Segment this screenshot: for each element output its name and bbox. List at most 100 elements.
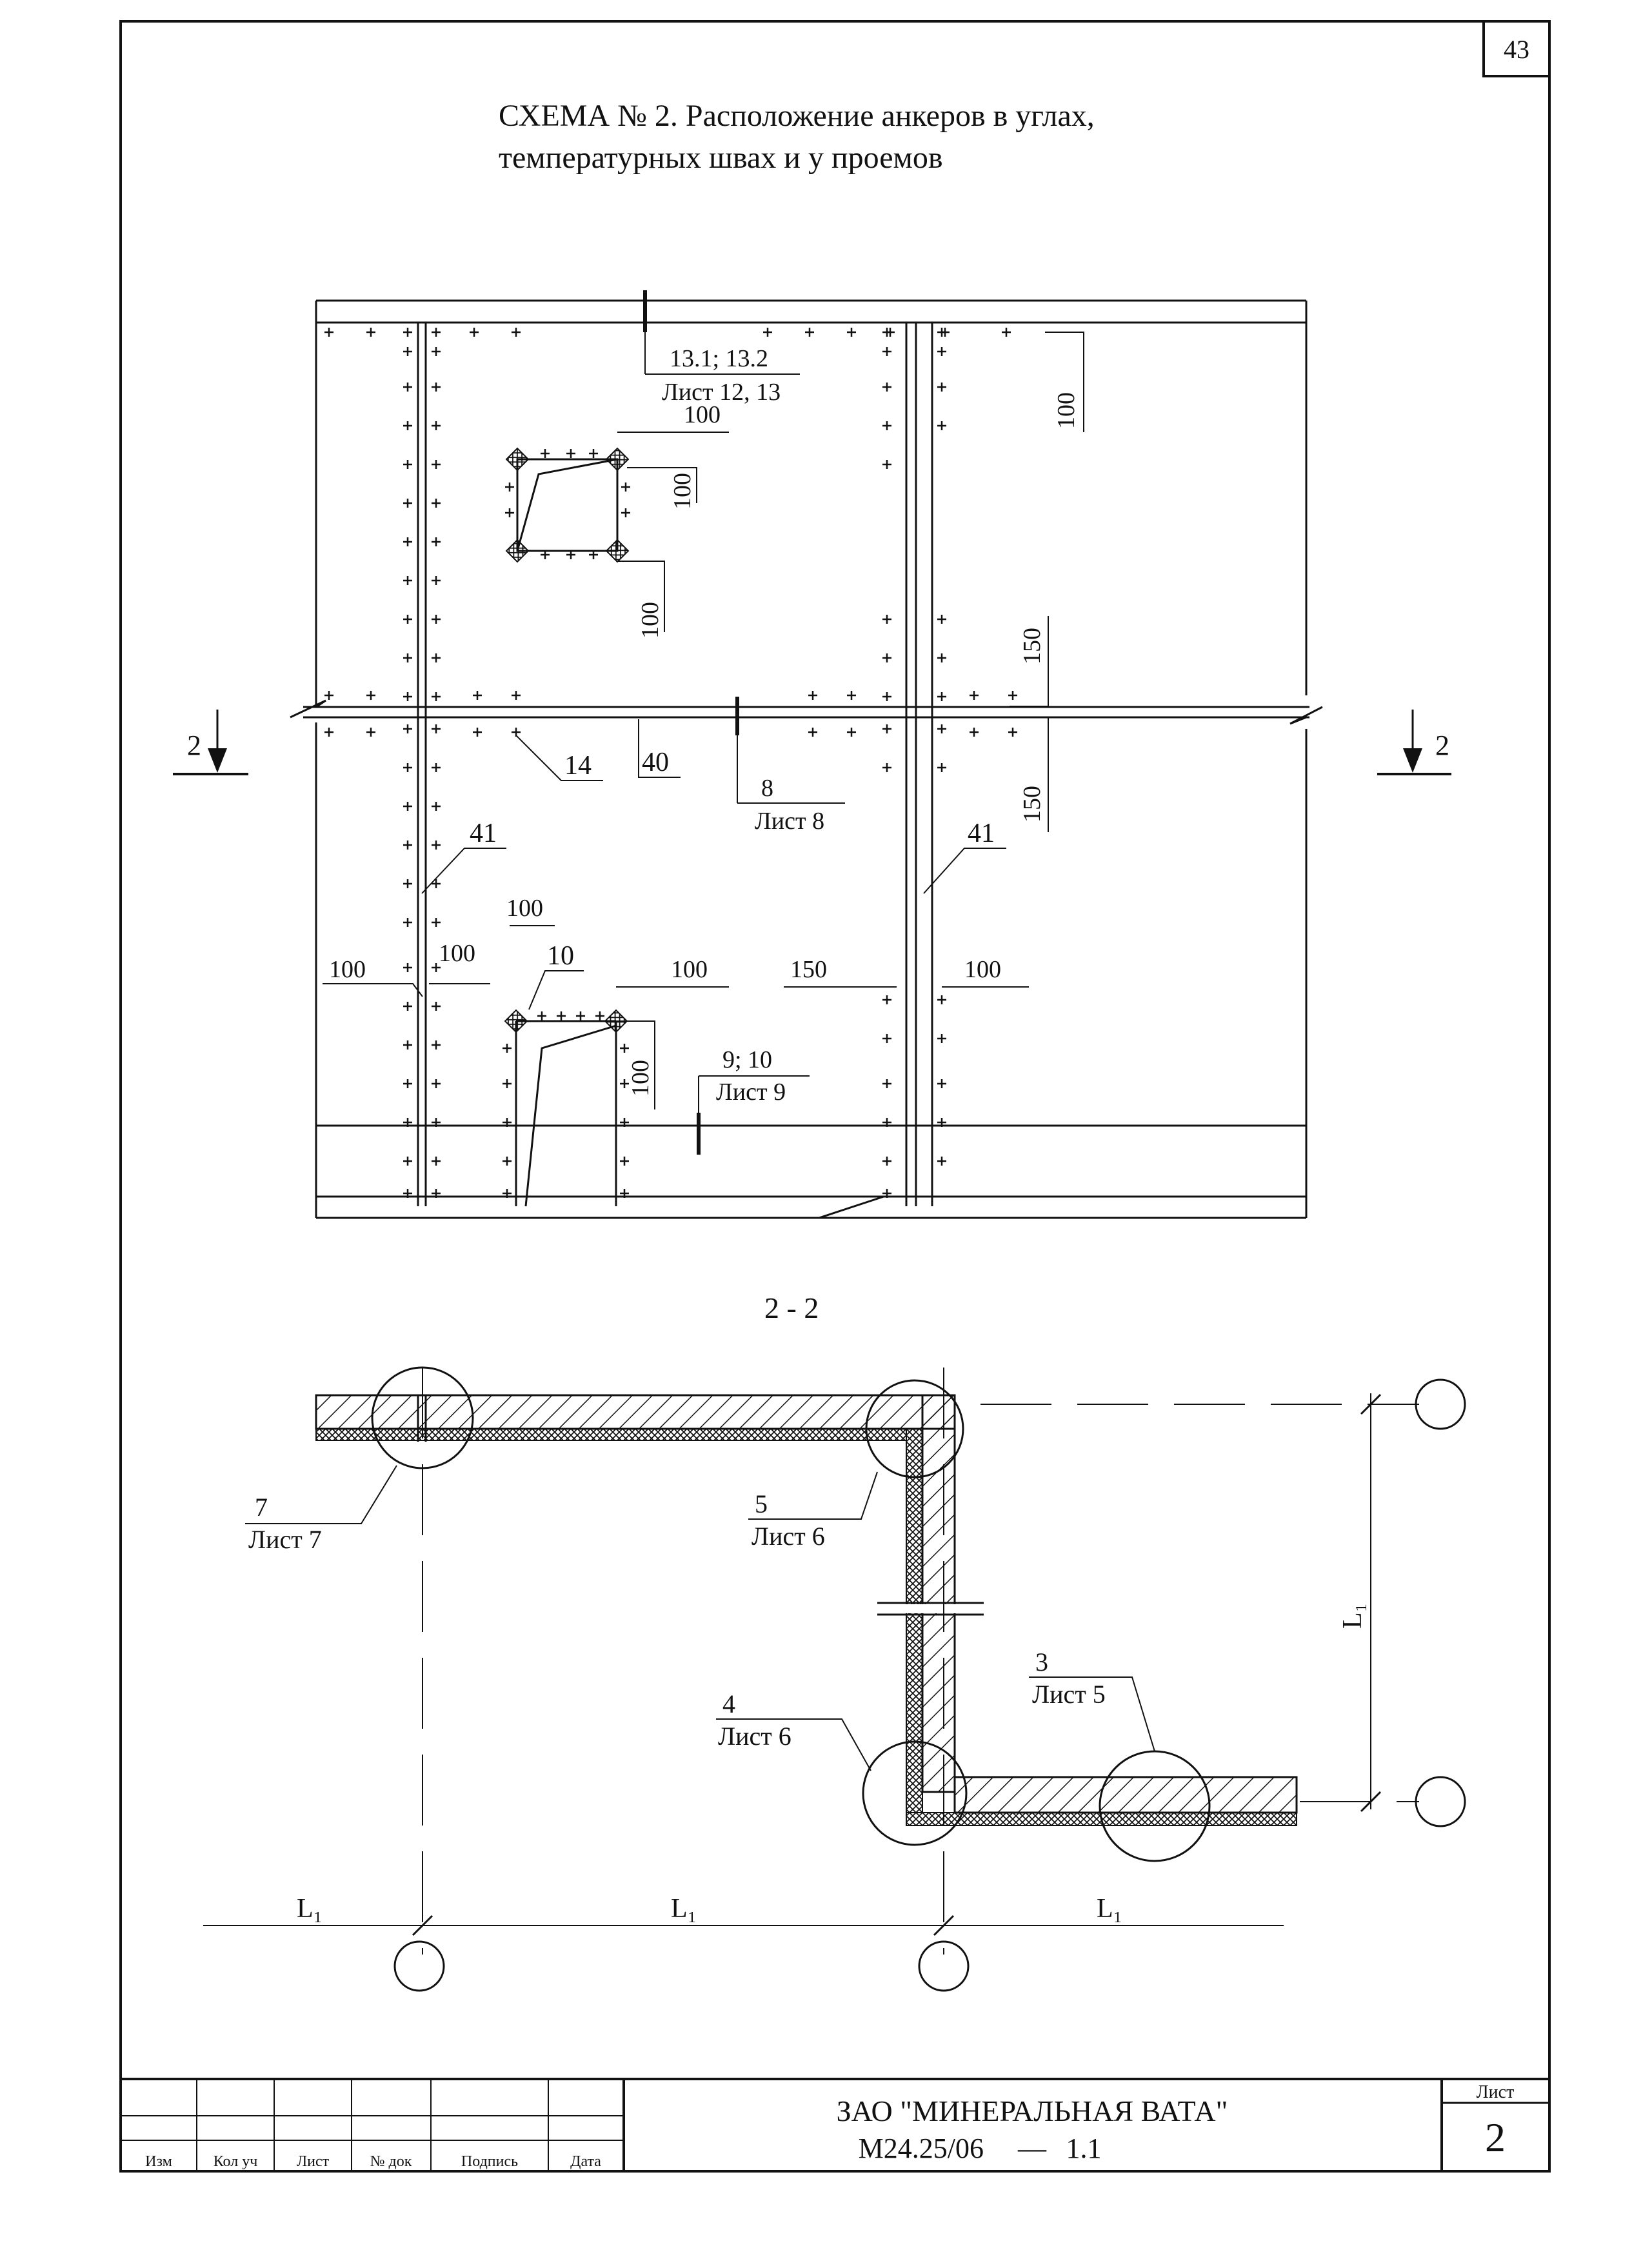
anchor-mark [432, 724, 441, 733]
anchor-mark [432, 879, 441, 888]
callout-3-sheet: Лист 5 [1032, 1680, 1106, 1709]
anchor-mark [432, 918, 441, 927]
anchor-mark [403, 328, 412, 337]
anchor-mark [403, 692, 412, 701]
anchor-mark [512, 728, 521, 737]
axis-bubble-1 [393, 1940, 445, 1992]
anchor-mark [937, 328, 946, 337]
callout-5-sheet: Лист 6 [751, 1522, 825, 1551]
anchor-mark [882, 328, 891, 337]
anchor-mark [503, 1079, 512, 1088]
dim-100-right-joint: 100 [964, 956, 1001, 983]
anchor-mark [566, 449, 575, 458]
anchor-mark [432, 1118, 441, 1127]
anchor-mark [808, 728, 817, 737]
anchor-mark [403, 841, 412, 850]
anchor-mark [1008, 691, 1017, 700]
anchor-mark [937, 1157, 946, 1166]
section-mark-left: 2 [173, 710, 248, 775]
anchor-mark [882, 763, 891, 772]
anchor-mark [937, 1079, 946, 1088]
anchor-mark [503, 1189, 512, 1198]
anchor-mark [403, 1189, 412, 1198]
anchor-mark [620, 1189, 629, 1198]
callout-8-text: 8 [761, 775, 773, 802]
anchor-mark [403, 879, 412, 888]
anchor-mark [847, 691, 856, 700]
anchor-mark [882, 615, 891, 624]
callout-9-text: 9; 10 [722, 1046, 772, 1073]
tb-doc-code: М24.25/06 [859, 2133, 984, 2164]
span-label-2: L₁ [671, 1894, 697, 1924]
tb-sheet-number: 2 [1485, 2114, 1506, 2160]
anchor-mark [432, 347, 441, 356]
dim-100-window-h: 100 [669, 473, 696, 510]
anchor-mark [589, 550, 598, 559]
anchor-mark [403, 1157, 412, 1166]
anchor-mark [324, 728, 333, 737]
anchor-mark [403, 421, 412, 430]
anchor-mark [403, 576, 412, 585]
span-label-1: L₁ [297, 1894, 323, 1924]
section-mark-right-label: 2 [1435, 730, 1449, 761]
dim-100-left-edge: 100 [329, 956, 366, 983]
anchor-mark [808, 691, 817, 700]
anchor-mark [937, 1034, 946, 1043]
tb-doc-dash: — [1017, 2133, 1047, 2164]
axis-bubble-3 [1415, 1378, 1466, 1430]
dim-100-window-w: 100 [684, 401, 721, 428]
tb-sheet-label: Лист [1477, 2082, 1515, 2102]
anchor-mark [432, 421, 441, 430]
anchor-mark [589, 449, 598, 458]
anchor-mark [403, 460, 412, 469]
anchor-mark [620, 1118, 629, 1127]
anchor-mark [882, 1189, 891, 1198]
anchor-mark [505, 482, 514, 492]
anchor-mark [621, 508, 630, 517]
dim-100-door-top: 100 [506, 895, 543, 922]
anchor-mark [432, 1040, 441, 1049]
anchor-mark [937, 383, 946, 392]
anchor-mark [882, 1034, 891, 1043]
anchor-mark [847, 328, 856, 337]
sheet-frame [119, 20, 1551, 2173]
anchor-mark [937, 724, 946, 733]
anchor-mark [473, 691, 482, 700]
callout-7-sheet: Лист 7 [248, 1525, 322, 1554]
tb-col-podpis: Подпись [461, 2153, 518, 2170]
anchor-mark [512, 328, 521, 337]
anchor-mark [576, 1011, 585, 1020]
facade-elevation: 13.1; 13.2 Лист 12, 13 8 Лист 8 9; 10 Ли… [173, 290, 1451, 1219]
anchor-mark [403, 383, 412, 392]
anchor-mark [366, 691, 375, 700]
anchor-mark [805, 328, 814, 337]
callout-9-sheet: Лист 9 [716, 1079, 786, 1106]
tb-company: ЗАО "МИНЕРАЛЬНАЯ ВАТА" [837, 2094, 1228, 2127]
dim-100-top-right: 100 [1053, 392, 1080, 429]
anchor-mark [537, 1011, 546, 1020]
dim-100-left-joint: 100 [439, 940, 475, 967]
callout-13-sheet: Лист 12, 13 [662, 379, 781, 406]
anchor-mark [432, 963, 441, 972]
anchor-mark [503, 1044, 512, 1053]
anchor-mark [882, 421, 891, 430]
anchor-marks [324, 328, 1017, 1198]
anchor-mark [937, 763, 946, 772]
anchor-mark [432, 383, 441, 392]
tb-doc-sub: 1.1 [1066, 2133, 1102, 2164]
anchor-mark [403, 918, 412, 927]
anchor-mark [882, 724, 891, 733]
callout-3-text: 3 [1035, 1647, 1048, 1676]
section-title: 2 - 2 [764, 1291, 819, 1324]
anchor-mark [432, 328, 441, 337]
anchor-mark [432, 1002, 441, 1011]
callout-4-sheet: Лист 6 [718, 1722, 791, 1751]
anchor-mark [470, 328, 479, 337]
dim-100-window-below: 100 [637, 602, 664, 639]
tb-col-kol: Кол уч [214, 2153, 258, 2170]
anchor-mark [1002, 328, 1011, 337]
anchor-mark [432, 802, 441, 811]
anchor-mark [473, 728, 482, 737]
anchor-mark [541, 449, 550, 458]
